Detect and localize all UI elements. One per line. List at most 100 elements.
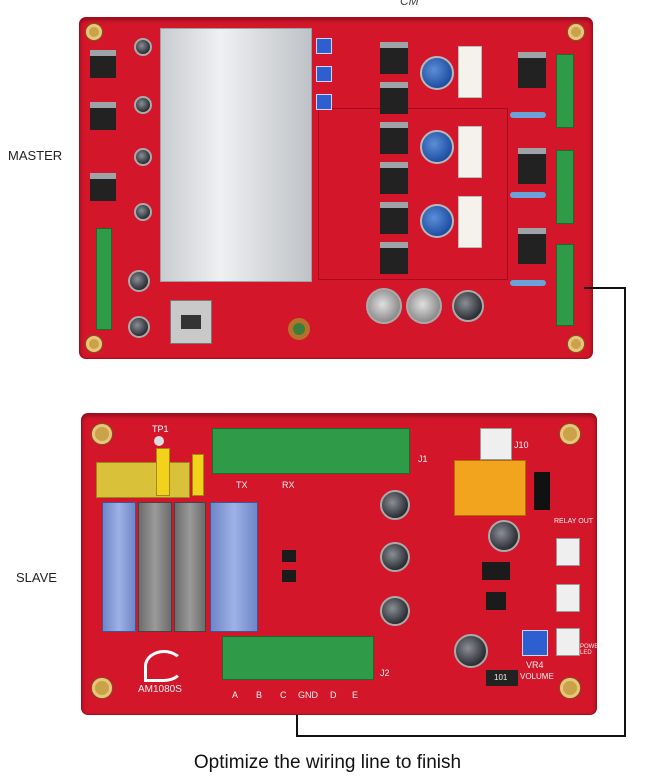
regulator — [518, 228, 546, 264]
connector — [556, 538, 580, 566]
volume-label: VOLUME — [520, 672, 554, 681]
electrolytic-capacitor — [406, 288, 442, 324]
terminal-block — [556, 150, 574, 224]
wiring-line-v-short — [296, 712, 298, 737]
transistor — [282, 570, 296, 582]
electrolytic-capacitor — [488, 520, 520, 552]
capacitor — [134, 148, 152, 166]
terminal-block-left — [96, 228, 112, 330]
film-capacitor — [102, 502, 136, 632]
regulator — [90, 173, 116, 201]
resistor — [510, 192, 546, 198]
logo — [144, 650, 184, 682]
film-capacitor — [174, 502, 206, 632]
trimmer — [316, 38, 332, 54]
heatsink — [160, 28, 312, 282]
regulator — [90, 50, 116, 78]
slave-label: SLAVE — [16, 570, 57, 585]
mount-hole — [568, 336, 584, 352]
relay — [458, 46, 482, 98]
mosfet — [380, 82, 408, 114]
master-board — [80, 18, 592, 358]
mount-hole — [560, 424, 580, 444]
j1-label: J1 — [418, 454, 428, 464]
tx-label: TX — [236, 480, 248, 490]
electrolytic-capacitor — [380, 542, 410, 572]
rx-label: RX — [282, 480, 295, 490]
capacitor — [134, 96, 152, 114]
jumper-cap — [156, 448, 170, 496]
test-point — [154, 436, 164, 446]
brand-label: AM1080S — [138, 684, 182, 695]
terminal-block — [556, 54, 574, 128]
j2-pin-label: B — [256, 690, 263, 700]
terminal-j1 — [212, 428, 410, 474]
wiring-line-h-top — [584, 287, 626, 289]
connector — [556, 628, 580, 656]
terminal-block — [556, 244, 574, 326]
j10-connector — [480, 428, 512, 460]
electrolytic-capacitor — [380, 490, 410, 520]
transistor — [282, 550, 296, 562]
toroid-inductor — [288, 318, 310, 340]
j2-label: J2 — [380, 668, 390, 678]
trimmer — [316, 66, 332, 82]
jumper-block — [96, 462, 190, 498]
relay-out-label: RELAY OUT — [554, 518, 594, 525]
jumper-cap — [192, 454, 204, 496]
mount-hole — [560, 678, 580, 698]
film-capacitor — [210, 502, 258, 632]
capacitor — [134, 203, 152, 221]
j10-label: J10 — [514, 440, 529, 450]
regulator — [518, 52, 546, 88]
relay — [458, 196, 482, 248]
electrolytic-capacitor — [366, 288, 402, 324]
mosfet — [380, 162, 408, 194]
inductor — [420, 56, 454, 90]
trace-frame — [318, 108, 508, 280]
resistor — [510, 280, 546, 286]
wiring-line-h-bottom — [296, 735, 626, 737]
film-capacitor — [138, 502, 172, 632]
vr4-label: VR4 — [526, 660, 544, 670]
ic-chip — [482, 562, 510, 580]
capacitor — [134, 38, 152, 56]
tp1-label: TP1 — [152, 424, 169, 434]
inductor — [420, 130, 454, 164]
mosfet — [380, 202, 408, 234]
caption: Optimize the wiring line to finish — [193, 752, 462, 773]
capacitor — [128, 270, 150, 292]
j2-pin-label: A — [232, 690, 239, 700]
master-label: MASTER — [8, 148, 63, 163]
ic-chip — [486, 592, 506, 610]
mount-hole — [86, 24, 102, 40]
trimmer — [316, 94, 332, 110]
resistor — [510, 112, 546, 118]
mount-hole — [568, 24, 584, 40]
wiring-line-v — [624, 287, 626, 737]
mosfet — [380, 42, 408, 74]
connector — [556, 584, 580, 612]
j2-pin-label: GND — [298, 690, 318, 700]
mount-hole — [92, 424, 112, 444]
terminal-j2 — [222, 636, 374, 680]
inductor — [420, 204, 454, 238]
regulator — [518, 148, 546, 184]
j2-pin-label: C — [280, 690, 287, 700]
slave-board: TP1 J1 TX RX J10 RELAY OUT POWER LED VR4… — [82, 414, 603, 714]
relay — [454, 460, 526, 516]
electrolytic-capacitor — [380, 596, 410, 626]
j2-pin-label: D — [330, 690, 337, 700]
header-pins — [534, 472, 550, 510]
top-fragment-text: CM — [400, 0, 419, 8]
resistor-101 — [486, 670, 518, 686]
electrolytic-capacitor — [454, 634, 488, 668]
capacitor — [128, 316, 150, 338]
ethernet-jack — [170, 300, 212, 344]
mosfet — [380, 122, 408, 154]
relay — [458, 126, 482, 178]
mosfet — [380, 242, 408, 274]
electrolytic-capacitor — [452, 290, 484, 322]
resistor-101-label: 101 — [494, 673, 508, 682]
regulator — [90, 102, 116, 130]
